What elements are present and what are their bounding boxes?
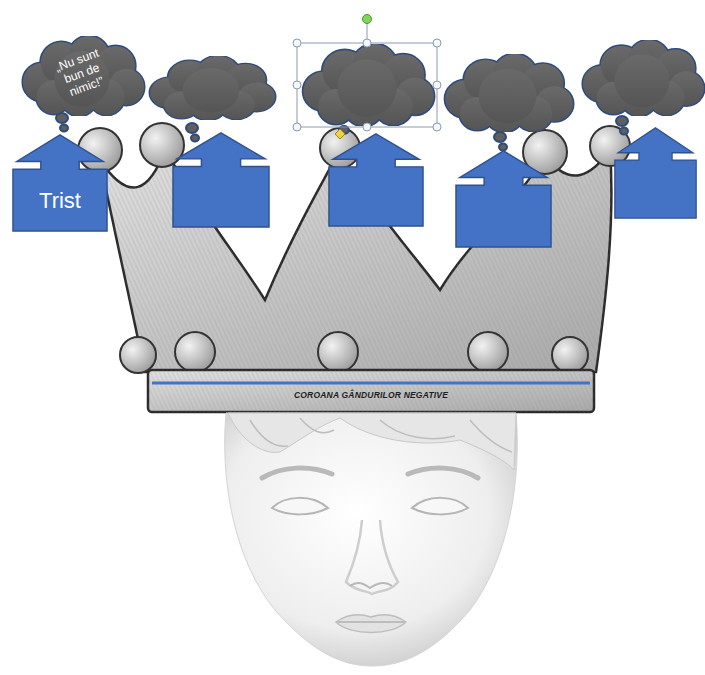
band-line [152,382,590,385]
arrow-callout [456,151,551,247]
resize-handle [363,39,371,47]
hair-strand [250,418,512,452]
eyebrow [408,468,478,478]
selection-box [297,43,437,127]
crown-jewel [468,332,508,372]
thought-bubble [186,123,198,133]
thought-bubble [616,116,628,126]
eye [272,498,328,515]
thought-bubble [494,132,506,142]
eyebrow [262,468,332,478]
thought-bubble [60,125,68,132]
eye [412,498,468,515]
thought-bubble [499,144,507,151]
face [225,413,518,666]
arrow-callout-outline [12,134,108,232]
rotate-handle [363,15,372,24]
crown-jewel [318,332,358,372]
feeling-label: Trist [12,169,108,232]
adjust-handle [335,129,345,139]
arrow-callout [615,128,696,218]
resize-handle [293,123,301,131]
crown-ball [140,123,184,167]
thought-bubble [191,135,199,142]
resize-handle [293,39,301,47]
thought-clouds [56,40,704,151]
crown [78,123,630,412]
lip-line [338,621,404,623]
nose [346,520,398,594]
arrow-callout-shape [13,135,107,231]
crown-band-texture [148,370,594,412]
thought-cloud [150,56,275,120]
thought-cloud [583,40,704,116]
nose-shadow [350,583,392,588]
hair [228,413,516,470]
crown-title: COROANA GÂNDURILOR NEGATIVE [152,390,590,400]
lips [336,615,406,633]
crown-jewel [552,337,588,373]
resize-handle [363,123,371,131]
resize-handle [433,81,441,89]
thought-bubble [620,128,628,135]
crown-jewel [120,337,156,373]
thought-cloud: „Nu sunt bun de nimic!” [18,36,146,116]
resize-handle [433,123,441,131]
head [225,413,518,666]
thought-cloud-shape [23,36,144,116]
crown-jewel [175,332,215,372]
crown-band [148,370,594,412]
arrow-callout [173,133,269,227]
arrow-callout: Trist [12,134,108,232]
arrow-callouts [173,128,696,247]
resize-handle [433,39,441,47]
thought-cloud [303,44,434,126]
selection-frame [293,15,441,140]
resize-handle [293,81,301,89]
thought-cloud [445,54,573,132]
arrow-callout [329,134,423,226]
